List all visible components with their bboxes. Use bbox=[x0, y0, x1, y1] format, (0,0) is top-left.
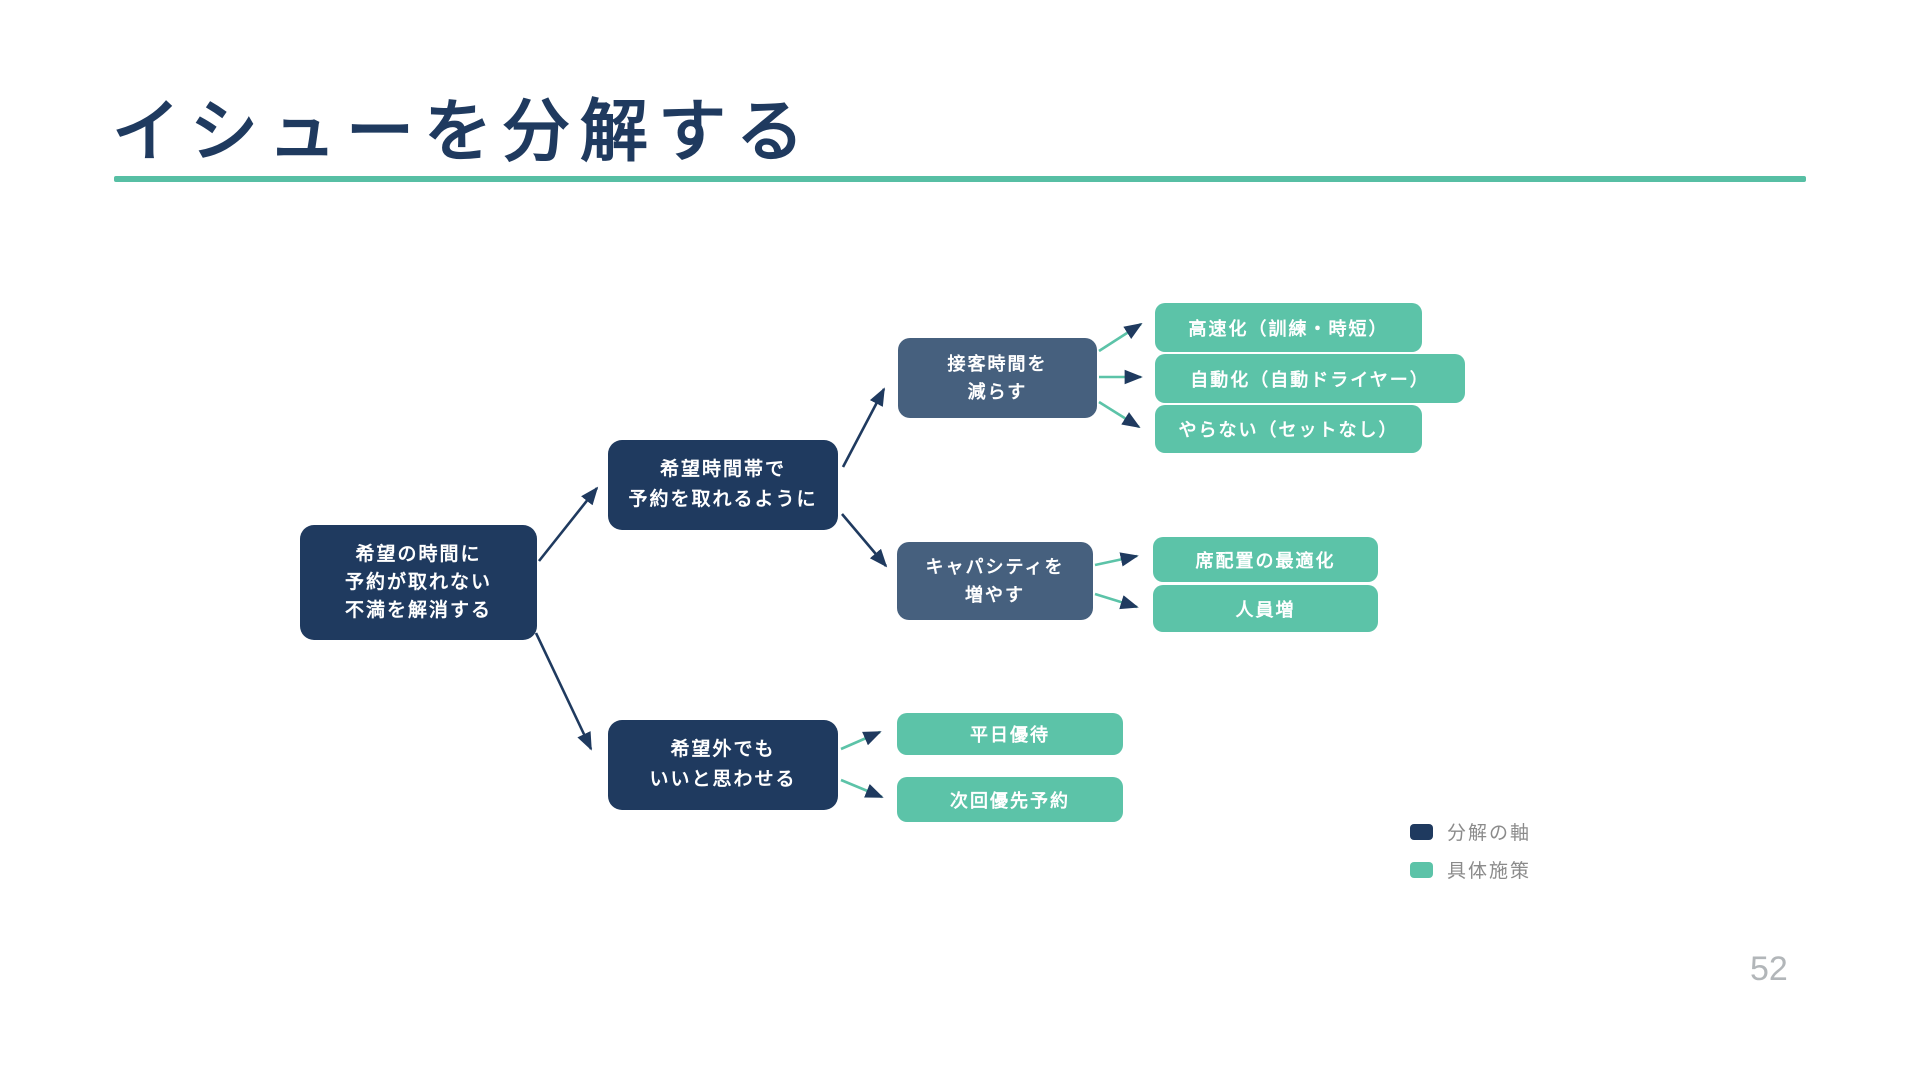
tree-node-wish-time-slot: 希望時間帯で 予約を取れるように bbox=[608, 440, 838, 530]
connector-accept-to-next-priority bbox=[840, 778, 884, 799]
connector-root-to-accept-other-times bbox=[534, 632, 593, 751]
tree-node-accept-other-times: 希望外でも いいと思わせる bbox=[608, 720, 838, 810]
legend-label-measure: 具体施策 bbox=[1447, 861, 1532, 882]
tree-node-reduce-service-time: 接客時間を 減らす bbox=[898, 338, 1097, 418]
connector-reduce-to-speed-up bbox=[1098, 322, 1143, 353]
page-title: イシューを分解する bbox=[112, 94, 815, 170]
title-underline bbox=[114, 176, 1806, 182]
legend-label-axis: 分解の軸 bbox=[1447, 823, 1532, 844]
tree-node-seat-layout: 席配置の最適化 bbox=[1153, 537, 1378, 582]
legend: 分解の軸 具体施策 bbox=[1410, 818, 1531, 883]
legend-item-axis: 分解の軸 bbox=[1410, 818, 1531, 845]
legend-swatch-measure bbox=[1410, 861, 1433, 878]
tree-node-dont-do: やらない（セットなし） bbox=[1155, 405, 1422, 453]
connector-wish-to-reduce-service-time bbox=[841, 387, 886, 468]
connector-accept-to-weekday-perk bbox=[840, 730, 882, 751]
tree-node-increase-capacity: キャパシティを 増やす bbox=[897, 542, 1093, 620]
page-number: 52 bbox=[1750, 950, 1788, 988]
legend-item-measure: 具体施策 bbox=[1410, 856, 1531, 883]
connector-reduce-to-dont-do bbox=[1098, 400, 1141, 429]
connector-root-to-wish-time-slot bbox=[537, 486, 599, 562]
tree-node-root: 希望の時間に 予約が取れない 不満を解消する bbox=[300, 525, 537, 640]
tree-node-more-staff: 人員増 bbox=[1153, 585, 1378, 632]
tree-node-next-priority: 次回優先予約 bbox=[897, 777, 1123, 822]
connector-wish-to-increase-capacity bbox=[841, 513, 888, 568]
tree-node-speed-up: 高速化（訓練・時短） bbox=[1155, 303, 1422, 352]
legend-swatch-axis bbox=[1410, 823, 1433, 840]
tree-node-automation: 自動化（自動ドライヤー） bbox=[1155, 354, 1465, 403]
connector-capacity-to-seat-layout bbox=[1094, 552, 1139, 567]
tree-node-weekday-perk: 平日優待 bbox=[897, 713, 1123, 755]
connector-capacity-to-more-staff bbox=[1094, 592, 1139, 610]
